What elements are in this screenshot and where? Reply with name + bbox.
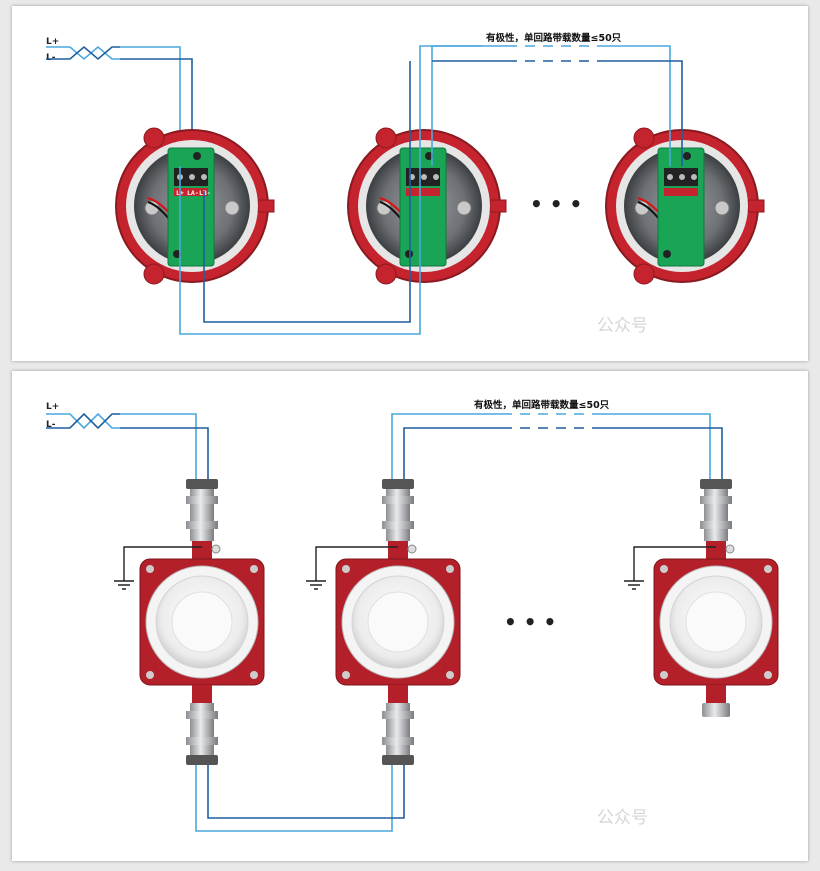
- ellipsis-more-detectors: • • •: [530, 192, 582, 216]
- ex-detector-2: [335, 479, 461, 765]
- label-l-minus: L-: [46, 420, 56, 430]
- polarity-note: 有极性，单回路带载数量≤50只: [486, 32, 622, 44]
- terminal-la-minus: LA-: [187, 189, 199, 197]
- wiring-diagram-internal-view: L+ L- 有极性，单回路带载数量≤50只 L+ LA- LB-: [12, 6, 808, 361]
- ex-detector-n: [653, 479, 779, 717]
- wiring-diagram-explosion-proof: L+ L- 有极性，单回路带载数量≤50只: [12, 371, 808, 861]
- detector-n: [605, 127, 765, 285]
- detector-1: [115, 127, 275, 285]
- label-l-minus: L-: [46, 53, 56, 63]
- ground-symbol: [114, 546, 716, 590]
- terminal-lb-minus: LB-: [199, 189, 211, 197]
- ex-detector-1: [139, 479, 265, 765]
- ellipsis-more-detectors: • • •: [504, 610, 556, 634]
- label-l-plus: L+: [46, 402, 59, 412]
- watermark: 公众号: [597, 316, 648, 336]
- loop-wiring: [179, 45, 683, 335]
- loop-wiring: [195, 413, 723, 832]
- input-twisted-pair: [46, 412, 209, 479]
- detector-2: [347, 127, 507, 285]
- watermark: 公众号: [597, 808, 648, 828]
- polarity-note: 有极性，单回路带载数量≤50只: [474, 399, 610, 411]
- label-l-plus: L+: [46, 37, 59, 47]
